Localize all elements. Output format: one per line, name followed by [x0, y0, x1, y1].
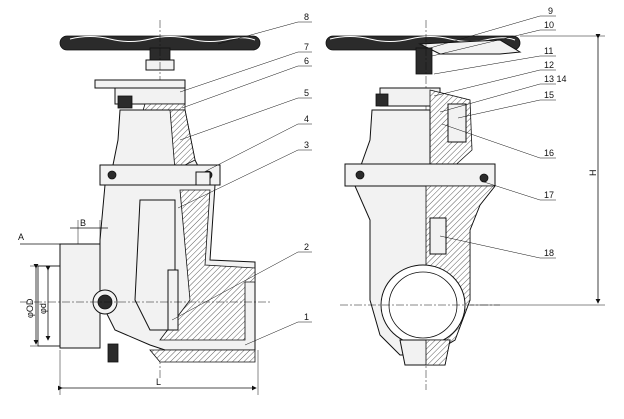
dim-d: φd: [38, 303, 48, 314]
dim-l: L: [156, 377, 161, 387]
callout-11: 11: [544, 46, 553, 56]
left-handwheel: [59, 20, 261, 380]
callouts-right: 9 10 11 12 13 14 15 16 17 18: [429, 6, 567, 259]
dimension-labels: A B φOD φd L H: [18, 170, 598, 388]
callout-9: 9: [548, 6, 553, 16]
callout-5: 5: [304, 88, 309, 98]
right-view: [325, 20, 522, 390]
dim-od: φOD: [25, 298, 35, 318]
callout-15: 15: [544, 90, 554, 100]
callout-6: 6: [304, 56, 309, 66]
callout-18: 18: [544, 248, 554, 258]
dimension-lines: [20, 34, 605, 395]
callout-10: 10: [544, 20, 554, 30]
callout-4: 4: [304, 114, 309, 124]
dim-h: H: [588, 170, 598, 177]
callout-3: 3: [304, 140, 309, 150]
dim-a: A: [18, 232, 24, 242]
callout-13-14: 13 14: [544, 74, 567, 84]
callouts-left: 8 7 6 5 4 3 2 1: [171, 12, 312, 346]
callout-16: 16: [544, 148, 554, 158]
callout-8: 8: [304, 12, 309, 22]
callout-12: 12: [544, 60, 554, 70]
left-view: [20, 20, 270, 380]
callout-17: 17: [544, 190, 554, 200]
callout-1: 1: [304, 312, 309, 322]
callout-2: 2: [304, 242, 309, 252]
callout-7: 7: [304, 42, 309, 52]
dim-b: B: [80, 218, 86, 228]
